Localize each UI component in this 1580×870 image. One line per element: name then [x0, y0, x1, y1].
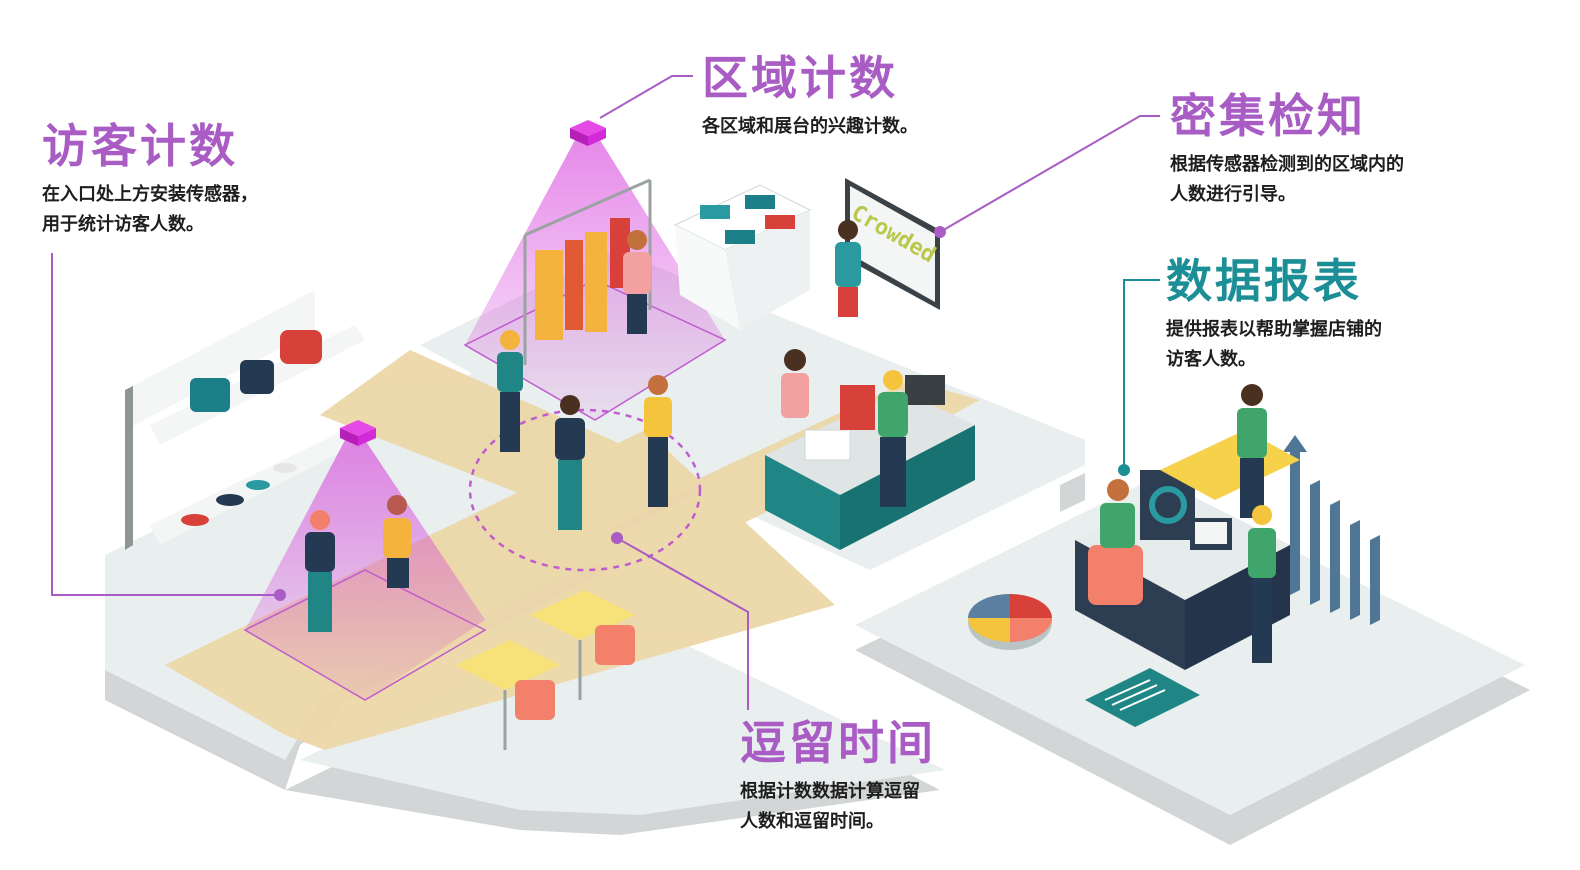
crowd-detect-title: 密集检知 [1170, 89, 1366, 143]
zone-count-desc: 各区域和展台的兴趣计数。 [702, 112, 918, 142]
callout-leader-dots [274, 226, 1130, 601]
callout-zone-count: 区域计数 各区域和展台的兴趣计数。 [702, 50, 918, 142]
dwell-zone-circle [468, 408, 702, 572]
shopper-figures [305, 220, 1276, 663]
bar-chart-icon [1283, 435, 1380, 625]
data-report-desc: 提供报表以帮助掌握店铺的 访客人数。 [1166, 315, 1382, 375]
dwell-time-desc: 根据计数数据计算逗留 人数和逗留时间。 [740, 777, 936, 837]
dwell-time-desc-line1: 根据计数数据计算逗留 [740, 781, 920, 802]
checkout-counter [765, 375, 975, 550]
clothing-rack [523, 178, 652, 365]
report-sheet-icon [1085, 668, 1200, 727]
visitor-count-desc-line2: 用于统计访客人数。 [42, 214, 204, 235]
callout-data-report: 数据报表 提供报表以帮助掌握店铺的 访客人数。 [1166, 253, 1382, 375]
visitor-count-desc-line1: 在入口处上方安装传感器， [42, 184, 258, 205]
cafe-table [455, 590, 635, 750]
dwell-time-desc-line2: 人数和逗留时间。 [740, 811, 884, 832]
data-report-title: 数据报表 [1166, 254, 1362, 308]
shoe-display [181, 463, 297, 526]
visitor-count-title: 访客计数 [42, 119, 238, 173]
crowd-detect-desc-line1: 根据传感器检测到的区域内的 [1170, 154, 1404, 175]
data-report-desc-line1: 提供报表以帮助掌握店铺的 [1166, 319, 1382, 340]
callout-visitor-count: 访客计数 在入口处上方安装传感器， 用于统计访客人数。 [42, 118, 258, 240]
pie-chart-icon [968, 594, 1052, 650]
callout-crowd-detect: 密集检知 根据传感器检测到的区域内的 人数进行引导。 [1170, 88, 1404, 210]
ceiling-sensor-icon [340, 420, 376, 446]
zone-count-title: 区域计数 [702, 51, 898, 105]
callout-leader-lines [51, 75, 1160, 710]
handbag-display [190, 330, 322, 412]
zone-count-desc-line1: 各区域和展台的兴趣计数。 [702, 116, 918, 137]
display-table [673, 184, 812, 330]
ceiling-sensor-icon [570, 120, 606, 146]
callout-dwell-time: 逗留时间 根据计数数据计算逗留 人数和逗留时间。 [740, 715, 936, 837]
visitor-count-desc: 在入口处上方安装传感器， 用于统计访客人数。 [42, 180, 258, 240]
data-report-desc-line2: 访客人数。 [1166, 349, 1256, 370]
dwell-time-title: 逗留时间 [740, 716, 936, 770]
crowd-detect-desc-line2: 人数进行引导。 [1170, 184, 1296, 205]
crowd-detect-desc: 根据传感器检测到的区域内的 人数进行引导。 [1170, 150, 1404, 210]
